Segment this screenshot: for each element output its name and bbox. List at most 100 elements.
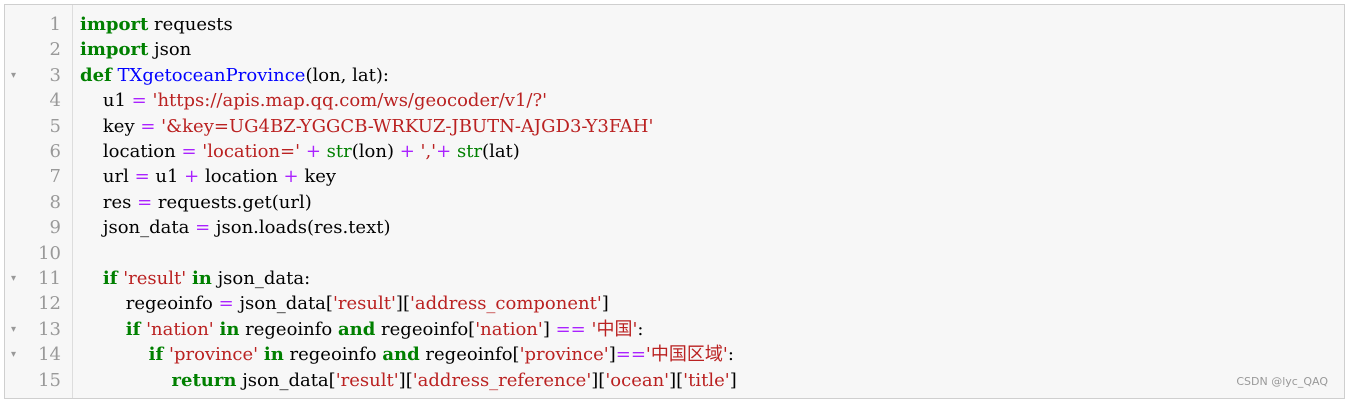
code-line[interactable]: res = requests.get(url) (72, 190, 1344, 215)
indent (80, 116, 103, 137)
code-token: (lat) (482, 141, 520, 162)
code-line[interactable]: import requests (72, 12, 1344, 37)
code-token: if (148, 344, 164, 366)
code-text: json_data = json.loads(res.text) (80, 215, 391, 240)
code-token: + (184, 166, 200, 188)
line-number: 8 (49, 191, 61, 213)
code-token: str (326, 141, 352, 162)
code-line[interactable]: regeoinfo = json_data['result']['address… (72, 291, 1344, 316)
code-token: 'ocean' (605, 369, 670, 391)
code-token: and (382, 344, 420, 366)
code-token: regeoinfo[ (375, 318, 476, 340)
code-text: location = 'location=' + str(lon) + ','+… (80, 139, 520, 164)
code-line[interactable]: if 'nation' in regeoinfo and regeoinfo['… (72, 317, 1344, 342)
code-token: import (80, 14, 149, 35)
code-line[interactable] (72, 241, 1344, 266)
code-text: import json (80, 37, 191, 62)
code-token: = (195, 217, 211, 239)
code-token: 'address_reference' (412, 369, 592, 391)
line-number: 4 (49, 90, 61, 112)
code-token: ] (542, 318, 556, 340)
code-token: + (283, 166, 299, 188)
code-token: 'https://apis.map.qq.com/ws/geocoder/v1/… (152, 90, 548, 112)
indent (80, 268, 103, 289)
code-token: regeoinfo (283, 344, 383, 366)
code-token: = (218, 293, 234, 315)
indent (80, 293, 126, 314)
code-token: 'result' (332, 293, 396, 315)
line-number: 5 (49, 115, 61, 137)
code-token: json_data[ (236, 369, 336, 391)
line-number: 12 (38, 293, 61, 315)
code-token: regeoinfo (239, 318, 338, 340)
line-number: 13 (38, 318, 61, 340)
code-token: 'result' (335, 369, 399, 391)
code-token: ] (601, 293, 609, 315)
fold-toggle-icon[interactable]: ▾ (11, 69, 17, 81)
indent (80, 344, 149, 365)
code-token: ][ (395, 293, 410, 315)
code-token: regeoinfo[ (419, 344, 520, 366)
code-line[interactable]: location = 'location=' + str(lon) + ','+… (72, 139, 1344, 164)
code-token: if (102, 268, 118, 289)
code-token: res (102, 191, 138, 213)
code-token: = (181, 141, 197, 162)
code-token: : (637, 318, 644, 340)
code-token: (lon) (351, 141, 400, 162)
code-text: u1 = 'https://apis.map.qq.com/ws/geocode… (80, 88, 547, 113)
code-token: 'nation' (146, 318, 214, 340)
code-token: regeoinfo (125, 293, 219, 315)
code-token: json (148, 39, 192, 61)
code-line[interactable]: if 'result' in json_data: (72, 266, 1344, 291)
code-token: json_data: (211, 268, 311, 289)
code-line[interactable]: url = u1 + location + key (72, 164, 1344, 189)
code-text: def TXgetoceanProvince(lon, lat): (80, 63, 389, 88)
code-line[interactable]: return json_data['result']['address_refe… (72, 368, 1344, 393)
code-text: res = requests.get(url) (80, 190, 312, 215)
code-token: if (125, 318, 141, 340)
code-token: 'address_component' (409, 293, 602, 315)
fold-toggle-icon[interactable]: ▾ (11, 273, 17, 284)
code-line[interactable]: import json (72, 37, 1344, 62)
code-line[interactable]: u1 = 'https://apis.map.qq.com/ws/geocode… (72, 88, 1344, 113)
code-token: def (80, 64, 112, 86)
line-number: 9 (49, 217, 61, 239)
code-token: json_data[ (233, 293, 333, 315)
code-line[interactable]: if 'province' in regeoinfo and regeoinfo… (72, 342, 1344, 367)
code-token: json_data (102, 217, 196, 239)
code-token: '中国区域' (645, 344, 728, 366)
code-text: if 'result' in json_data: (80, 266, 310, 291)
fold-toggle-icon[interactable]: ▾ (11, 323, 17, 335)
fold-toggle-icon[interactable]: ▾ (11, 349, 17, 361)
code-token: in (219, 318, 240, 340)
code-token: ] (608, 344, 616, 366)
code-text: import requests (80, 12, 233, 37)
code-token: = (134, 166, 150, 188)
code-line[interactable]: def TXgetoceanProvince(lon, lat): (72, 63, 1344, 88)
code-token: url (102, 166, 135, 188)
code-token: str (456, 141, 483, 162)
line-number: 11 (38, 268, 61, 289)
code-text: regeoinfo = json_data['result']['address… (80, 291, 609, 316)
code-token: in (191, 268, 212, 289)
code-text: url = u1 + location + key (80, 164, 336, 189)
code-token: import (80, 39, 149, 61)
indent (80, 217, 103, 238)
code-line[interactable]: key = '&key=UG4BZ-YGGCB-WRKUZ-JBUTN-AJGD… (72, 114, 1344, 139)
code-line[interactable]: json_data = json.loads(res.text) (72, 215, 1344, 240)
line-number: 1 (49, 14, 61, 35)
watermark: CSDN @lyc_QAQ (1236, 375, 1328, 388)
code-token: location (199, 166, 284, 188)
code-token: json.loads(res.text) (210, 217, 391, 239)
code-token: == (555, 318, 586, 340)
code-token: ] (729, 369, 737, 391)
code-token: in (263, 344, 284, 366)
code-token: requests (148, 14, 233, 35)
code-token: key (298, 166, 337, 188)
code-token: 'location=' (202, 141, 301, 162)
code-token: = (140, 115, 156, 137)
code-token: key (102, 115, 141, 137)
indent (80, 90, 103, 111)
